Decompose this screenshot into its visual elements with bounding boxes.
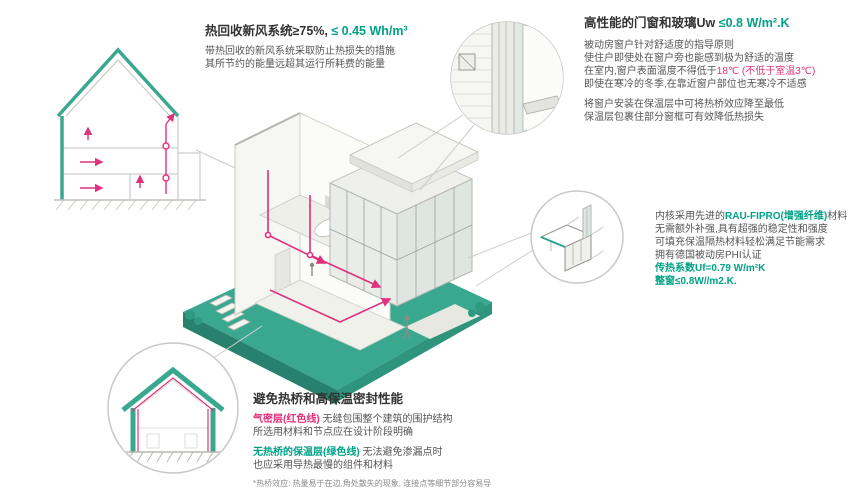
window-p1-line2: 使住户即使处在窗户旁也能感到极为舒适的温度 — [584, 53, 794, 64]
bushes — [185, 302, 485, 325]
airflow-arrows — [80, 112, 175, 194]
hrv-title-value: ≤ 0.45 Wh/m³ — [327, 24, 408, 38]
window-p1-line1: 被动房窗户针对舒适度的指导原则 — [584, 40, 734, 51]
window-title: 高性能的门窗和玻璃Uw ≤0.8 W/m².K — [584, 12, 815, 31]
profile-line1-material: RAU-FIPRO(增强纤维) — [725, 211, 828, 222]
window-title-main: 高性能的门窗和玻璃Uw — [584, 16, 719, 30]
window-text-block: 高性能的门窗和玻璃Uw ≤0.8 W/m².K 被动房窗户针对舒适度的指导原则 … — [584, 12, 815, 124]
thermal-text-block: 避免热桥和高保温密封性能 气密层(红色线) 无缝包围整个建筑的围护结构 所选用材… — [253, 388, 491, 489]
hrv-line1: 带热回收的新风系统采取防止热损失的措施 — [205, 46, 395, 57]
thermal-title: 避免热桥和高保温密封性能 — [253, 392, 404, 406]
red-duct-lines — [264, 170, 392, 323]
thermal-p1-rest: 无缝包围整个建筑的围护结构 — [319, 414, 453, 425]
sketch-outline — [62, 59, 201, 200]
window-corner-drawing — [451, 22, 563, 134]
window-p2-line2: 保温层包裹住部分窗框可有效降低热损失 — [584, 112, 764, 123]
insulation-green-line — [121, 366, 225, 452]
airtight-layer-label: 气密层(红色线) — [253, 414, 320, 425]
profile-line4: 拥有德国被动房PHI认证 — [655, 250, 762, 261]
terrace — [405, 304, 480, 339]
hrv-title: 热回收新风系统≥75%, ≤ 0.45 Wh/m³ — [205, 20, 408, 39]
hrv-line2: 其所节约的能量远超其运行所耗费的能量 — [205, 59, 385, 70]
window-p1-line4: 即使在寒冷的冬季,在靠近窗户部位也无寒冷不适感 — [584, 79, 807, 90]
thermal-footnote: *热桥效应: 热量易于在边,角处散失的现象, 连接点等细节部分容易导 — [253, 479, 492, 488]
thermal-p2-rest: 无法避免渗漏点时 — [359, 447, 443, 458]
profile-line1-post: 材料 — [827, 211, 848, 222]
insulation-lines — [56, 47, 180, 200]
profile-line3: 可填充保温隔热材料轻松满足节能需求 — [655, 237, 825, 248]
human-figures — [309, 262, 411, 339]
hrv-text-block: 热回收新风系统≥75%, ≤ 0.45 Wh/m³ 带热回收的新风系统采取防止热… — [205, 20, 408, 71]
thermal-p2-line1: 无热桥的保温层(绿色线) 无法避免渗漏点时 — [253, 446, 491, 459]
window-profile-drawing — [539, 204, 604, 272]
profile-uf-value: 传热系数Uf=0.79 W/m²K — [655, 263, 766, 274]
insulation-callout — [107, 342, 239, 474]
hrv-house-sketch — [54, 47, 206, 211]
window-p1-line3-pre: 在室内,窗户表面温度不得低于 — [584, 66, 717, 77]
thermal-p1-line1: 气密层(红色线) 无缝包围整个建筑的围护结构 — [253, 413, 491, 426]
insulation-layer-label: 无热桥的保温层(绿色线) — [253, 447, 360, 458]
airtight-red-line — [131, 377, 215, 452]
window-p2-line1: 将窗户安装在保温层中可将热桥效应降至最低 — [584, 99, 784, 110]
window-p1-line3: 在室内,窗户表面温度不得低于18℃ (不低于室温3℃) — [584, 65, 815, 78]
window-detail-callout — [450, 21, 564, 135]
profile-text-block: 内核采用先进的RAU-FIPRO(增强纤维)材料 无需额外补强,具有超强的稳定性… — [655, 210, 847, 288]
thermal-p1-line2: 所选用材料和节点应在设计阶段明确 — [253, 427, 413, 438]
profile-line2: 无需额外补强,具有超强的稳定性和强度 — [655, 224, 828, 235]
hrv-title-main: 热回收新风系统≥75%, — [205, 24, 328, 38]
profile-uw-value: 整窗≤0.8W//m2.K. — [655, 276, 737, 287]
profile-line1: 内核采用先进的RAU-FIPRO(增强纤维)材料 — [655, 210, 847, 223]
profile-line1-pre: 内核采用先进的 — [655, 211, 725, 222]
thermal-p2-line2: 也应采用导热最慢的组件和材料 — [253, 460, 393, 471]
profile-callout — [530, 190, 624, 284]
ground-hatch — [54, 199, 206, 211]
window-p1-line3-red: 18℃ (不低于室温3℃) — [716, 66, 816, 77]
window-title-value: ≤0.8 W/m².K — [718, 16, 790, 30]
